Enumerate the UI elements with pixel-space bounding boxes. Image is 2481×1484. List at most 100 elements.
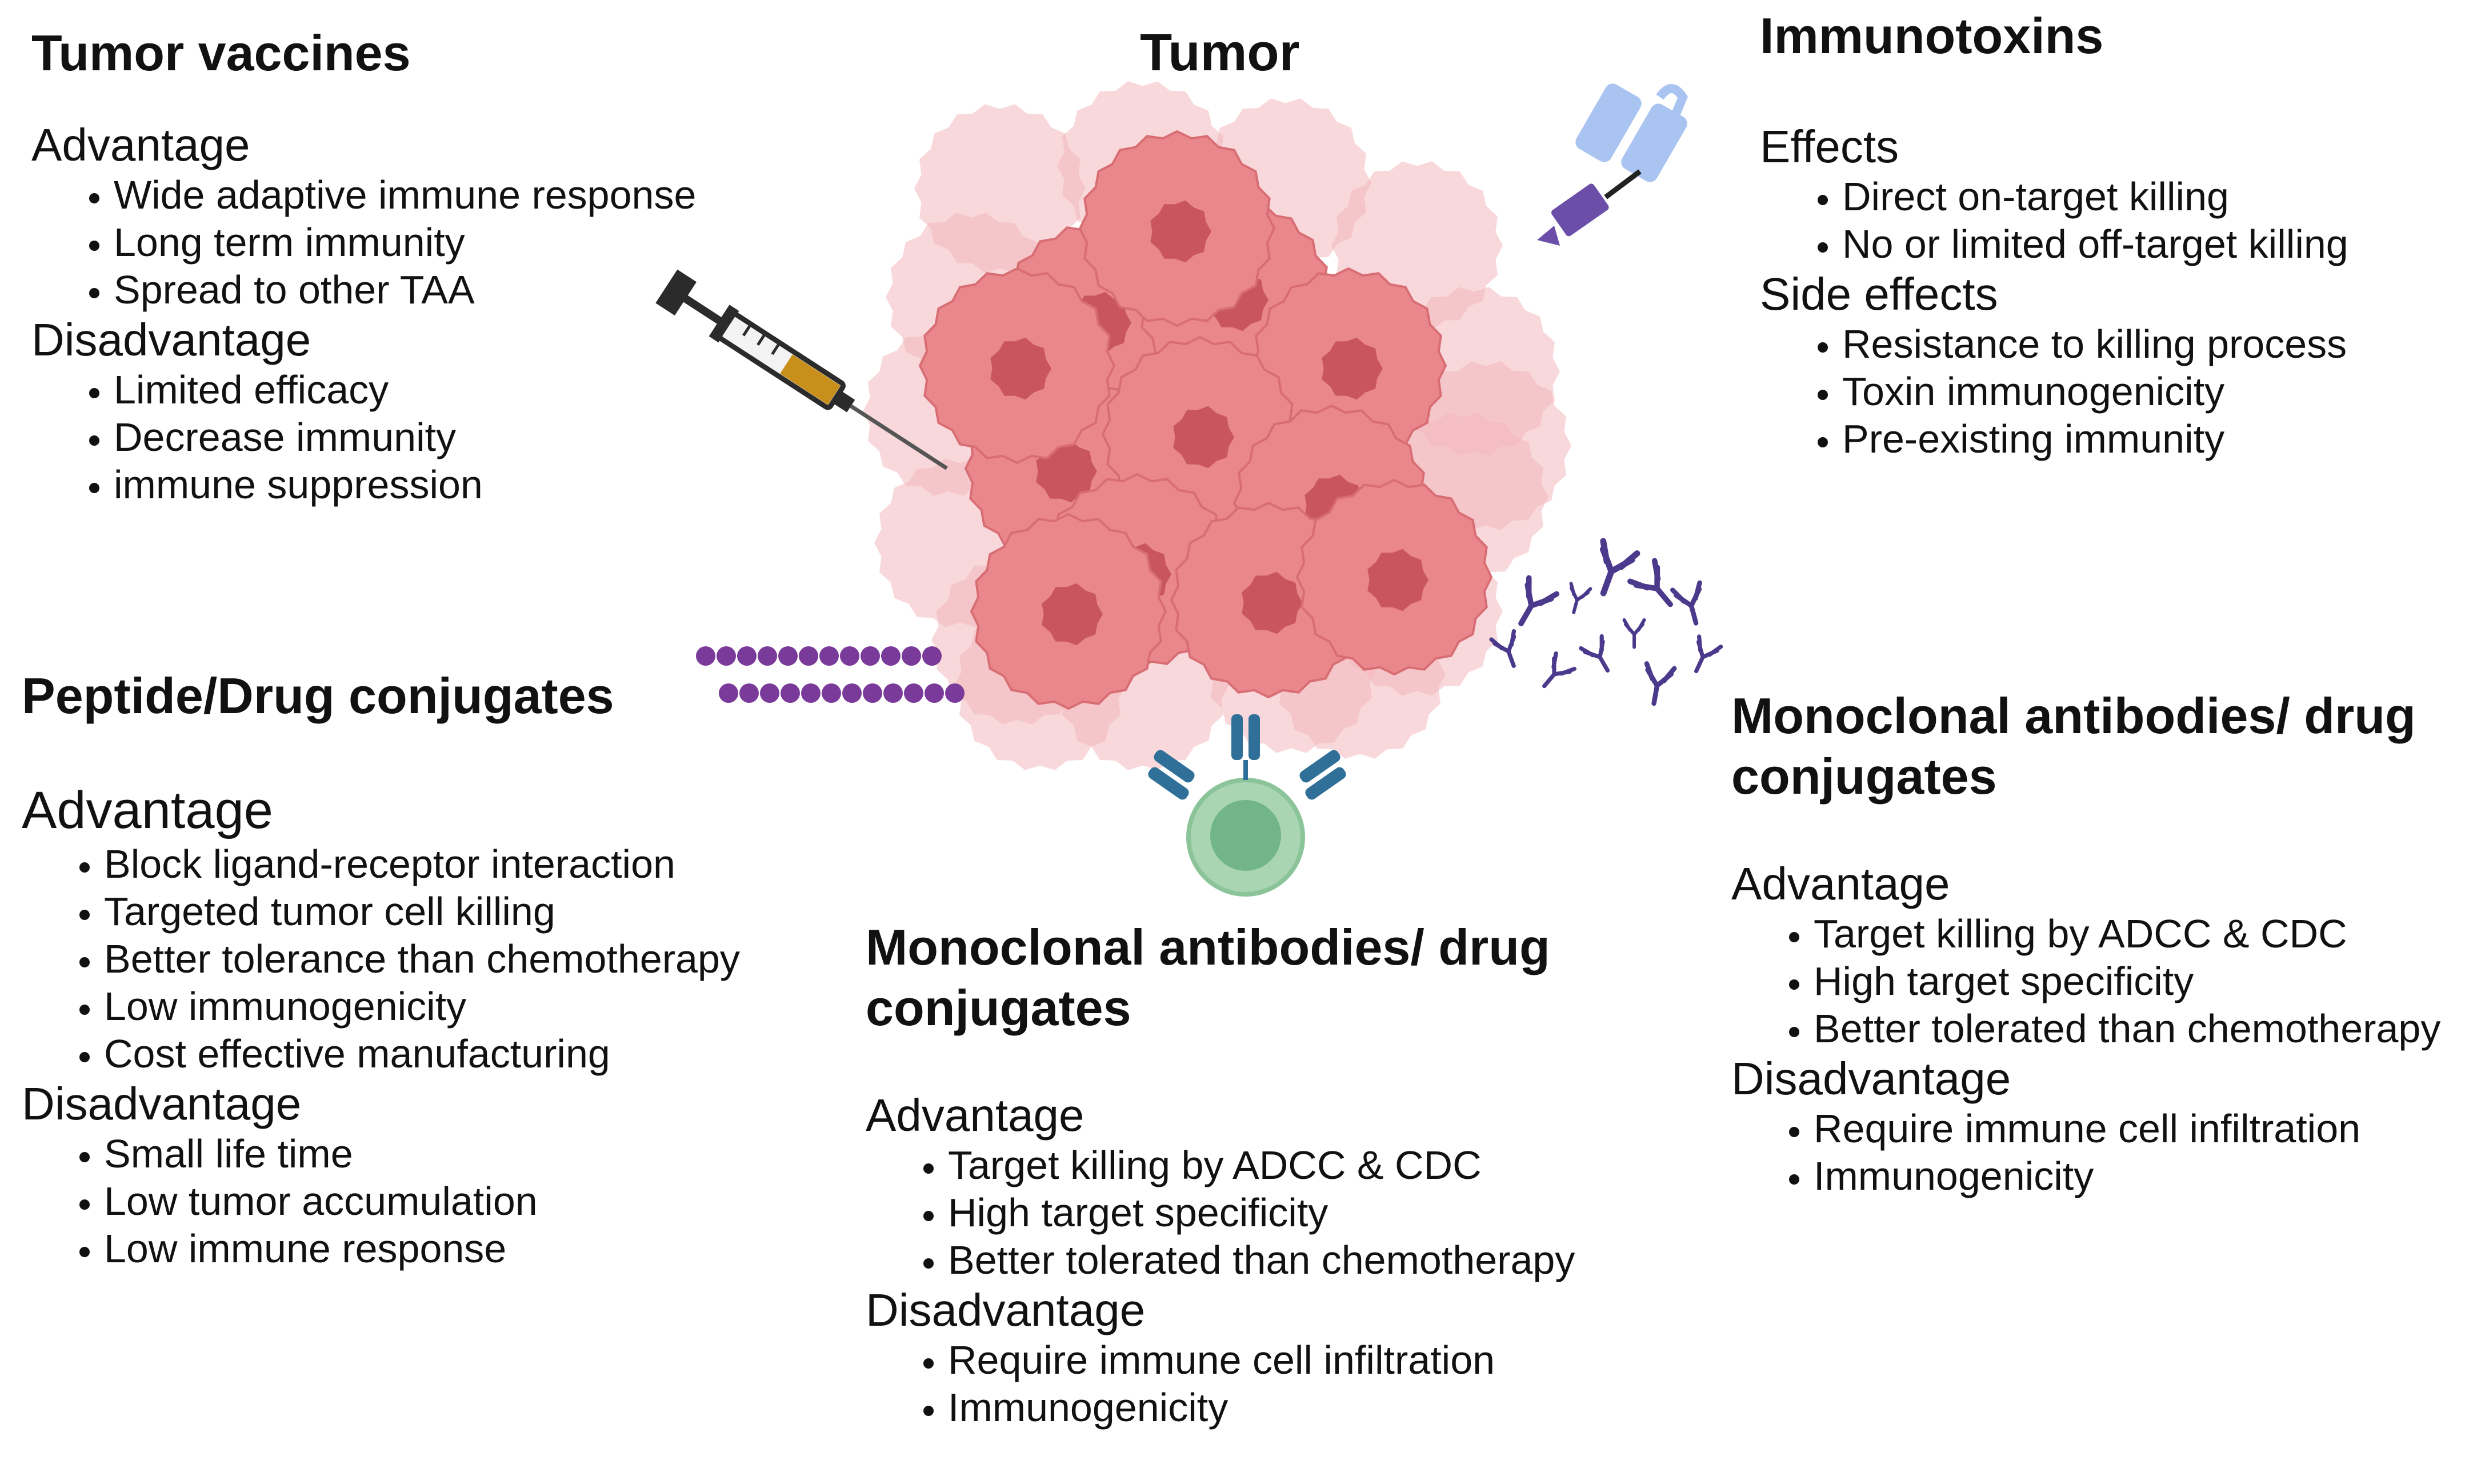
antibody (1489, 629, 1516, 668)
item-list: Resistance to killing process Toxin immu… (1760, 321, 2348, 463)
item-list: Small life time Low tumor accumulation L… (22, 1130, 740, 1273)
panel-title-peptide: Peptide/Drug conjugates (22, 667, 614, 724)
peptide-chain-icon (696, 646, 965, 703)
peptide-bead (799, 646, 818, 666)
peptide-bead (822, 683, 841, 703)
panel-title-immunotoxins: Immunotoxins (1760, 7, 2104, 64)
tumor-title: Tumor (1140, 23, 1300, 82)
peptide-bead (883, 683, 903, 703)
section-heading: Advantage (22, 781, 273, 839)
peptide-bead (904, 683, 923, 703)
tumor-nucleus (1173, 406, 1234, 469)
panel-peptide-drug-conjugates: Peptide/Drug conjugates Advantage Block … (22, 666, 740, 1273)
antibody (1694, 634, 1723, 674)
section-heading: Advantage (866, 1090, 1085, 1141)
peptide-bead (945, 683, 965, 703)
section-heading: Effects (1760, 121, 1899, 172)
list-item: Better tolerated than chemotherapy (1814, 1005, 2440, 1053)
t-cell-icon (1148, 714, 1346, 897)
antibody (1600, 538, 1640, 597)
list-item: Target killing by ADCC & CDC (948, 1142, 1575, 1189)
section-heading: Disadvantage (22, 1078, 302, 1130)
tumor-nucleus (1242, 571, 1303, 634)
peptide-bead (760, 683, 779, 703)
peptide-bead (778, 646, 798, 666)
section-heading: Disadvantage (866, 1285, 1146, 1336)
item-list: Limited efficacy Decrease immunity immun… (31, 366, 696, 509)
syringe-icon (655, 269, 948, 470)
peptide-bead (781, 683, 800, 703)
antibody (1542, 651, 1576, 689)
list-item: immune suppression (114, 461, 696, 509)
tumor-illustration (863, 81, 1571, 770)
list-item: Require immune cell infiltration (1814, 1105, 2440, 1153)
peptide-bead (801, 683, 821, 703)
peptide-bead (717, 646, 736, 666)
tumor-nucleus (1042, 583, 1103, 646)
list-item: Immunogenicity (1814, 1153, 2440, 1200)
peptide-bead (902, 646, 921, 666)
peptide-bead (737, 646, 757, 666)
item-list: Target killing by ADCC & CDC High target… (866, 1142, 1575, 1284)
item-list: Require immune cell infiltration Immunog… (1731, 1105, 2440, 1200)
tumor-nucleus (990, 337, 1051, 400)
peptide-bead (842, 683, 862, 703)
section-heading: Advantage (31, 119, 250, 170)
list-item: No or limited off-target killing (1842, 221, 2348, 268)
list-item: Targeted tumor cell killing (104, 888, 740, 935)
list-item: Low immunogenicity (104, 983, 740, 1030)
list-item: Pre-existing immunity (1842, 415, 2348, 463)
list-item: Spread to other TAA (114, 266, 696, 314)
antibody (1579, 634, 1610, 673)
list-item: Direct on-target killing (1842, 173, 2348, 221)
antibody (1622, 618, 1646, 649)
section-heading: Advantage (1731, 858, 1950, 910)
peptide-bead (840, 646, 859, 666)
list-item: Small life time (104, 1130, 740, 1178)
item-list: Require immune cell infiltration Immunog… (866, 1337, 1575, 1431)
peptide-bead (819, 646, 839, 666)
antibody (1569, 582, 1592, 614)
tumor-cell-outer (1400, 361, 1571, 530)
tumor-nucleus (1036, 440, 1097, 503)
list-item: Target killing by ADCC & CDC (1814, 910, 2440, 958)
list-item: Low immune response (104, 1225, 740, 1273)
peptide-bead (758, 646, 777, 666)
peptide-bead (922, 646, 942, 666)
list-item: Cost effective manufacturing (104, 1030, 740, 1078)
antibody (1670, 580, 1702, 626)
immunotoxin-icon (1537, 83, 1688, 246)
panel-title-mab-center: Monoclonal antibodies/ drug conjugates (866, 917, 1575, 1038)
section-heading: Disadvantage (31, 314, 311, 365)
antibody (1644, 661, 1677, 706)
tumor-nucleus (1367, 549, 1428, 611)
peptide-bead (861, 646, 880, 666)
item-list: Block ligand-receptor interaction Target… (22, 841, 740, 1078)
panel-mab-center: Monoclonal antibodies/ drug conjugates A… (866, 917, 1575, 1431)
antibody-cluster-icon (1489, 538, 1723, 706)
item-list: Wide adaptive immune response Long term … (31, 171, 696, 314)
peptide-bead (739, 683, 759, 703)
list-item: Decrease immunity (114, 414, 696, 461)
peptide-bead (863, 683, 882, 703)
antibody (1627, 558, 1673, 607)
title-line: Monoclonal antibodies/ drug (866, 919, 1550, 975)
peptide-bead (696, 646, 715, 666)
list-item: High target specificity (1814, 958, 2440, 1005)
list-item: Resistance to killing process (1842, 321, 2348, 368)
title-line: conjugates (1731, 747, 1997, 805)
title-line: Monoclonal antibodies/ drug (1731, 687, 2416, 744)
list-item: Better tolerance than chemotherapy (104, 935, 740, 983)
peptide-bead (881, 646, 901, 666)
list-item: Wide adaptive immune response (114, 171, 696, 219)
panel-title-vaccines: Tumor vaccines (31, 25, 411, 81)
section-heading: Disadvantage (1731, 1053, 2011, 1105)
list-item: Toxin immunogenicity (1842, 368, 2348, 415)
panel-title-mab-right: Monoclonal antibodies/ drug conjugates (1731, 686, 2440, 806)
list-item: Better tolerated than chemotherapy (948, 1237, 1575, 1284)
peptide-bead (925, 683, 944, 703)
list-item: Block ligand-receptor interaction (104, 841, 740, 888)
title-line: conjugates (866, 979, 1131, 1036)
antibody (1518, 575, 1560, 626)
